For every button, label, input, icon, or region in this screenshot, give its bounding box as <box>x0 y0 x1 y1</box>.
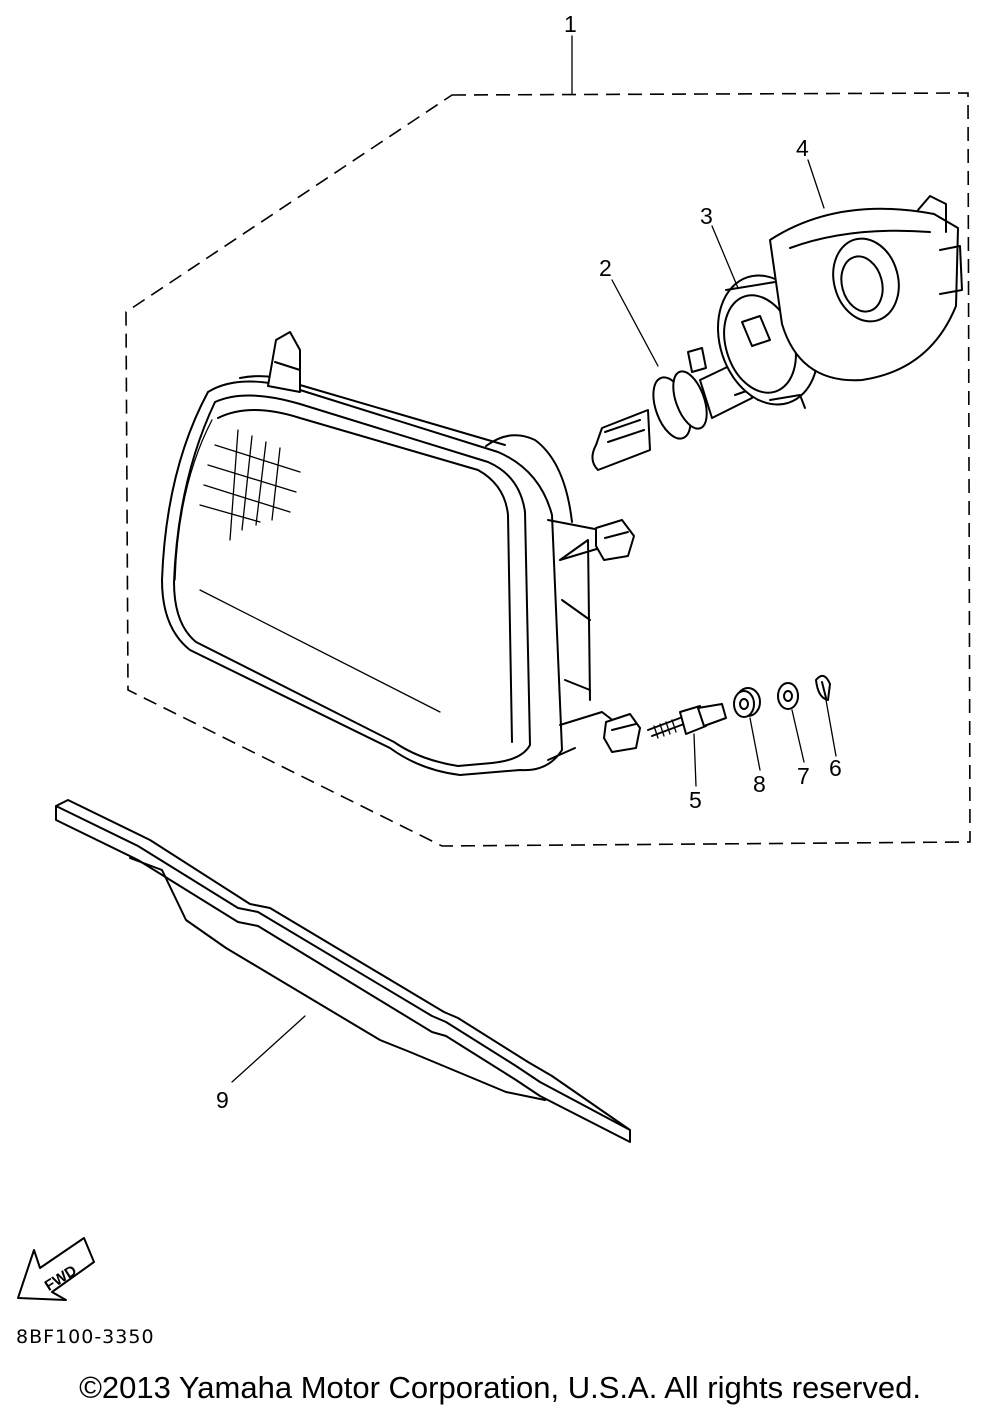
cotter-clip <box>815 674 831 701</box>
callout-1: 1 <box>564 11 577 37</box>
callout-2: 2 <box>599 255 612 281</box>
headlight-housing <box>161 331 641 776</box>
callout-8: 8 <box>753 771 766 797</box>
leader-line-8 <box>749 717 761 771</box>
leader-line-4 <box>807 159 825 209</box>
callout-5: 5 <box>689 787 702 813</box>
copyright-notice: ©2013 Yamaha Motor Corporation, U.S.A. A… <box>79 1370 921 1405</box>
leader-line-9 <box>231 1015 306 1083</box>
nut <box>733 687 761 718</box>
seal-strip <box>55 799 631 1143</box>
callout-3: 3 <box>700 203 713 229</box>
washer <box>777 682 799 710</box>
callout-7: 7 <box>797 763 810 789</box>
bulb-cover <box>769 195 963 382</box>
leader-line-5 <box>693 733 697 787</box>
forward-arrow-icon: FWD <box>17 1237 95 1301</box>
leader-line-3 <box>711 225 739 289</box>
callout-9: 9 <box>216 1087 229 1113</box>
callout-6: 6 <box>829 755 842 781</box>
leader-line-7 <box>791 709 805 763</box>
leader-line-2 <box>611 279 659 367</box>
diagram-code: 8BF100-3350 <box>16 1326 155 1348</box>
leader-line-6 <box>825 699 837 757</box>
assembly-boundary <box>125 92 971 847</box>
callout-4: 4 <box>796 135 809 161</box>
adjusting-screw <box>647 703 727 739</box>
